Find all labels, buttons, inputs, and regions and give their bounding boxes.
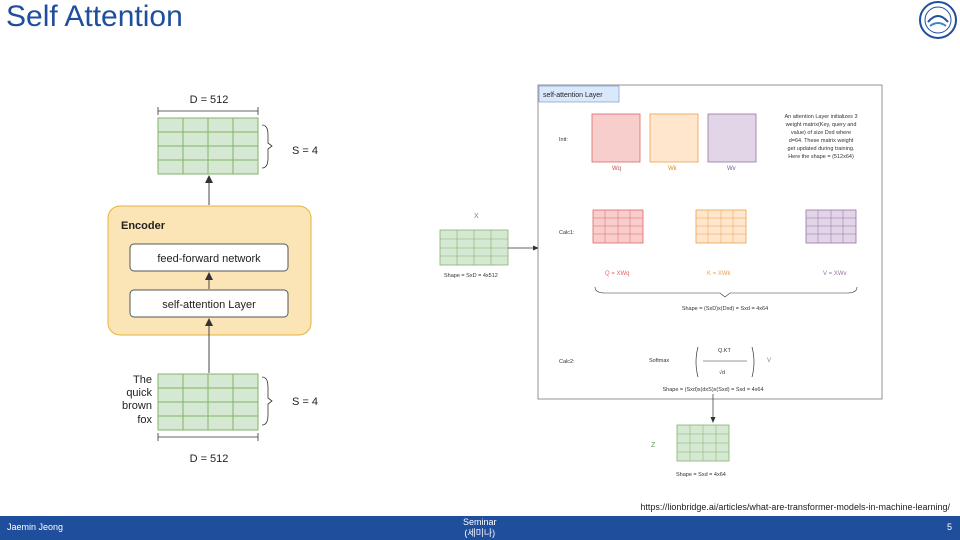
encoder-label: Encoder bbox=[121, 220, 166, 232]
v-equation: V = XWv bbox=[823, 271, 847, 277]
calc1-shape: Shape = (SxD)x(Dxd) = Sxd = 4x64 bbox=[682, 306, 768, 312]
seminar-label: Seminar (세미나) bbox=[463, 517, 497, 538]
calc1-label: Calc1: bbox=[559, 230, 575, 236]
wk-label: Wk bbox=[668, 166, 678, 172]
self-attention-detail-diagram: X Shape = SxD = 4x512 self-attention Lay… bbox=[439, 84, 883, 478]
sqrt-d-label: √d bbox=[719, 369, 725, 376]
calc2-shape: Shape = (Sxd)x(dxS)x(Sxd) = Sxd = 4x64 bbox=[662, 387, 763, 393]
svg-text:An attention Layer initializes: An attention Layer initializes 3 bbox=[784, 114, 857, 120]
university-logo bbox=[919, 1, 957, 39]
z-shape: Shape = Sxd = 4x64 bbox=[676, 472, 726, 478]
k-matrix bbox=[695, 209, 747, 244]
z-label: Z bbox=[651, 442, 656, 449]
x-label: X bbox=[474, 213, 479, 220]
v-matrix bbox=[805, 209, 857, 244]
svg-text:weight matrix(Key, query and: weight matrix(Key, query and bbox=[785, 122, 857, 128]
qkt-label: Q.KT bbox=[718, 348, 731, 354]
wk-matrix bbox=[649, 113, 699, 163]
q-matrix bbox=[592, 209, 644, 244]
encoder-block: Encoder feed-forward network self-attent… bbox=[107, 205, 312, 336]
encoder-diagram: D = 512 S = 4 Encoder feed-forward netwo… bbox=[107, 94, 318, 465]
bottom-s-label: S = 4 bbox=[292, 396, 318, 408]
wv-matrix bbox=[707, 113, 757, 163]
wv-label: Wv bbox=[727, 166, 736, 172]
init-note: An attention Layer initializes 3 weight … bbox=[784, 114, 857, 160]
page-number: 5 bbox=[946, 522, 952, 532]
ffn-label: feed-forward network bbox=[157, 253, 261, 265]
input-matrix bbox=[157, 373, 259, 431]
calc2-label: Calc2: bbox=[559, 359, 575, 365]
svg-text:Here the shape = (512x64): Here the shape = (512x64) bbox=[788, 154, 854, 160]
input-word: quick bbox=[126, 387, 152, 399]
z-matrix bbox=[676, 424, 730, 462]
top-s-label: S = 4 bbox=[292, 145, 318, 157]
top-d-label: D = 512 bbox=[190, 94, 229, 106]
bottom-d-label: D = 512 bbox=[190, 453, 229, 465]
output-matrix bbox=[157, 117, 259, 175]
init-label: Init: bbox=[559, 137, 568, 143]
wq-matrix bbox=[591, 113, 641, 163]
softmax-label: Softmax bbox=[649, 358, 669, 364]
self-attention-label: self-attention Layer bbox=[162, 299, 256, 311]
svg-text:d=64. These matrix weight: d=64. These matrix weight bbox=[789, 138, 854, 144]
input-word: brown bbox=[122, 400, 152, 412]
x-matrix bbox=[439, 229, 509, 266]
k-equation: K = XWk bbox=[707, 271, 732, 277]
x-shape: Shape = SxD = 4x512 bbox=[444, 273, 498, 279]
v-calc2: V bbox=[767, 358, 771, 364]
slide-title: Self Attention bbox=[6, 0, 183, 33]
q-equation: Q = XWq bbox=[605, 271, 630, 277]
input-word: fox bbox=[137, 414, 152, 426]
svg-text:value) of size Dxd where: value) of size Dxd where bbox=[791, 130, 851, 136]
wq-label: Wq bbox=[612, 166, 621, 172]
source-credit: https://lionbridge.ai/articles/what-are-… bbox=[640, 502, 950, 512]
layer-header: self-attention Layer bbox=[543, 92, 603, 99]
footer-bar: Jaemin Jeong Seminar (세미나) 5 bbox=[0, 516, 960, 540]
author-name: Jaemin Jeong bbox=[7, 522, 64, 532]
svg-text:get updated during training.: get updated during training. bbox=[788, 146, 855, 152]
input-word: The bbox=[133, 374, 152, 386]
